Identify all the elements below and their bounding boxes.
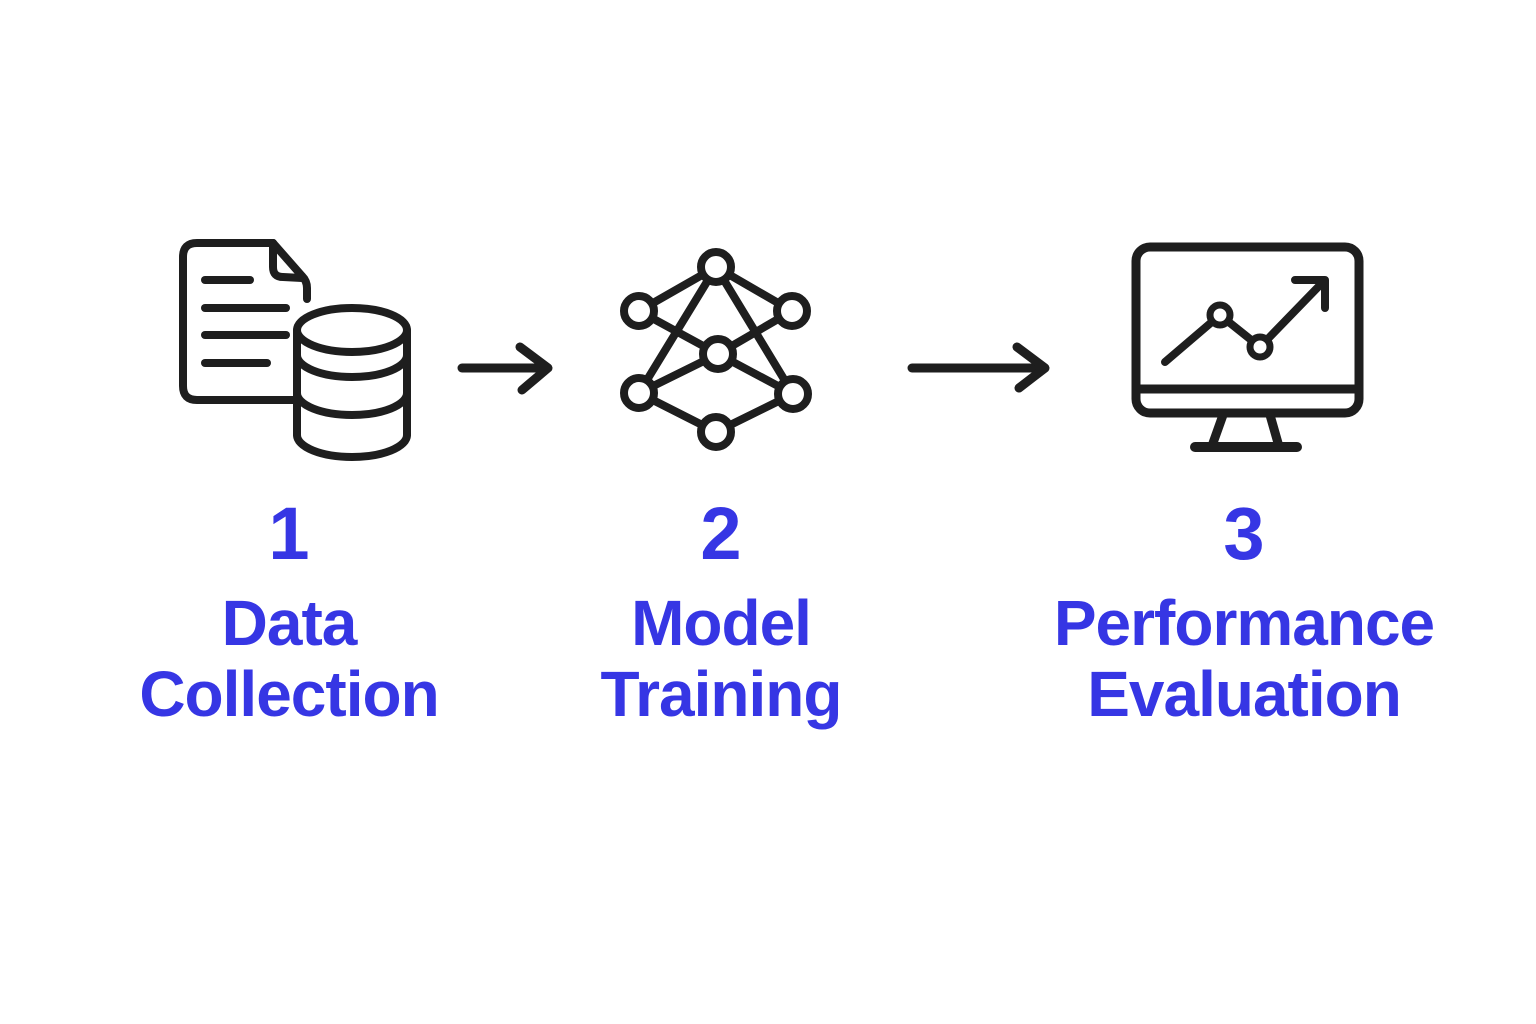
arrow-right-icon xyxy=(907,342,1050,393)
step-3-number: 3 xyxy=(1223,492,1265,575)
arrow-right-icon xyxy=(457,342,553,395)
step-2-label-line-2: Training xyxy=(600,658,843,730)
step-2-label: Model Training xyxy=(600,587,843,730)
database-icon xyxy=(293,304,411,461)
step-3-label-line-2: Evaluation xyxy=(1087,658,1402,730)
monitor-frame xyxy=(1131,242,1364,452)
step-3-label: Performance Evaluation xyxy=(1053,587,1435,730)
trend-line-chart xyxy=(1161,276,1329,366)
network-nodes xyxy=(620,248,812,451)
monitor-chart-icon xyxy=(1131,242,1364,452)
step-1-number: 1 xyxy=(268,492,310,575)
document-database-icon xyxy=(179,239,411,461)
step-1-label-line-2: Collection xyxy=(139,658,439,730)
neural-network-icon xyxy=(620,248,812,451)
step-2-label-line-1: Model xyxy=(631,587,812,659)
step-2-number: 2 xyxy=(700,492,742,575)
step-3-label-line-1: Performance xyxy=(1053,587,1435,659)
step-1-label-line-1: Data xyxy=(221,587,358,659)
document-icon xyxy=(179,239,311,404)
step-1-label: Data Collection xyxy=(139,587,439,730)
